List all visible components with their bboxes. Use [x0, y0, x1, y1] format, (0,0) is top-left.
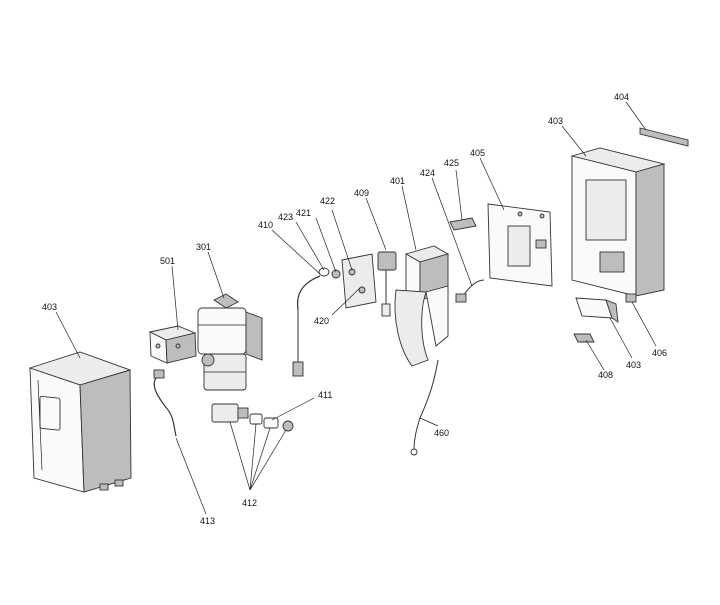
label-411: 411	[318, 390, 332, 400]
part-423-421-seals	[318, 267, 341, 279]
part-412-valve-assembly	[211, 403, 294, 432]
label-403-right: 403	[626, 360, 641, 370]
part-404-rail	[639, 127, 689, 147]
label-421: 421	[296, 208, 311, 218]
label-420: 420	[314, 316, 329, 326]
label-408: 408	[598, 370, 613, 380]
label-413: 413	[200, 516, 215, 526]
label-301: 301	[196, 242, 211, 252]
label-403-top: 403	[548, 116, 563, 126]
label-425: 425	[444, 158, 459, 168]
part-405-back-plate	[487, 203, 553, 287]
part-460-cable	[410, 359, 439, 456]
label-404: 404	[614, 92, 629, 102]
part-403-housing	[570, 147, 666, 297]
part-425-bar	[449, 217, 477, 231]
label-460: 460	[434, 428, 449, 438]
part-401-tank	[394, 245, 450, 367]
part-301-pump-motor	[197, 293, 263, 391]
part-413-hose	[153, 369, 177, 437]
label-405: 405	[470, 148, 485, 158]
label-406: 406	[652, 348, 667, 358]
label-409: 409	[354, 188, 369, 198]
label-501: 501	[160, 256, 175, 266]
part-406-fitting	[625, 293, 637, 303]
label-422: 422	[320, 196, 335, 206]
label-403-left: 403	[42, 302, 57, 312]
part-408-block	[573, 333, 595, 343]
part-403-front-cover	[28, 351, 132, 493]
part-409-sensor	[377, 251, 397, 317]
part-501-bracket	[148, 325, 197, 364]
part-410-pipe	[292, 275, 321, 377]
label-410: 410	[258, 220, 273, 230]
label-401: 401	[390, 176, 405, 186]
part-labels: 403 501 301 410 423 421 422 420 409 401 …	[42, 92, 667, 526]
label-412: 412	[242, 498, 257, 508]
part-422-420-plate	[341, 253, 377, 309]
label-424: 424	[420, 168, 435, 178]
part-403-clip	[575, 297, 619, 323]
leader-lines	[55, 101, 657, 515]
part-424-hose	[455, 279, 485, 303]
label-423: 423	[278, 212, 293, 222]
